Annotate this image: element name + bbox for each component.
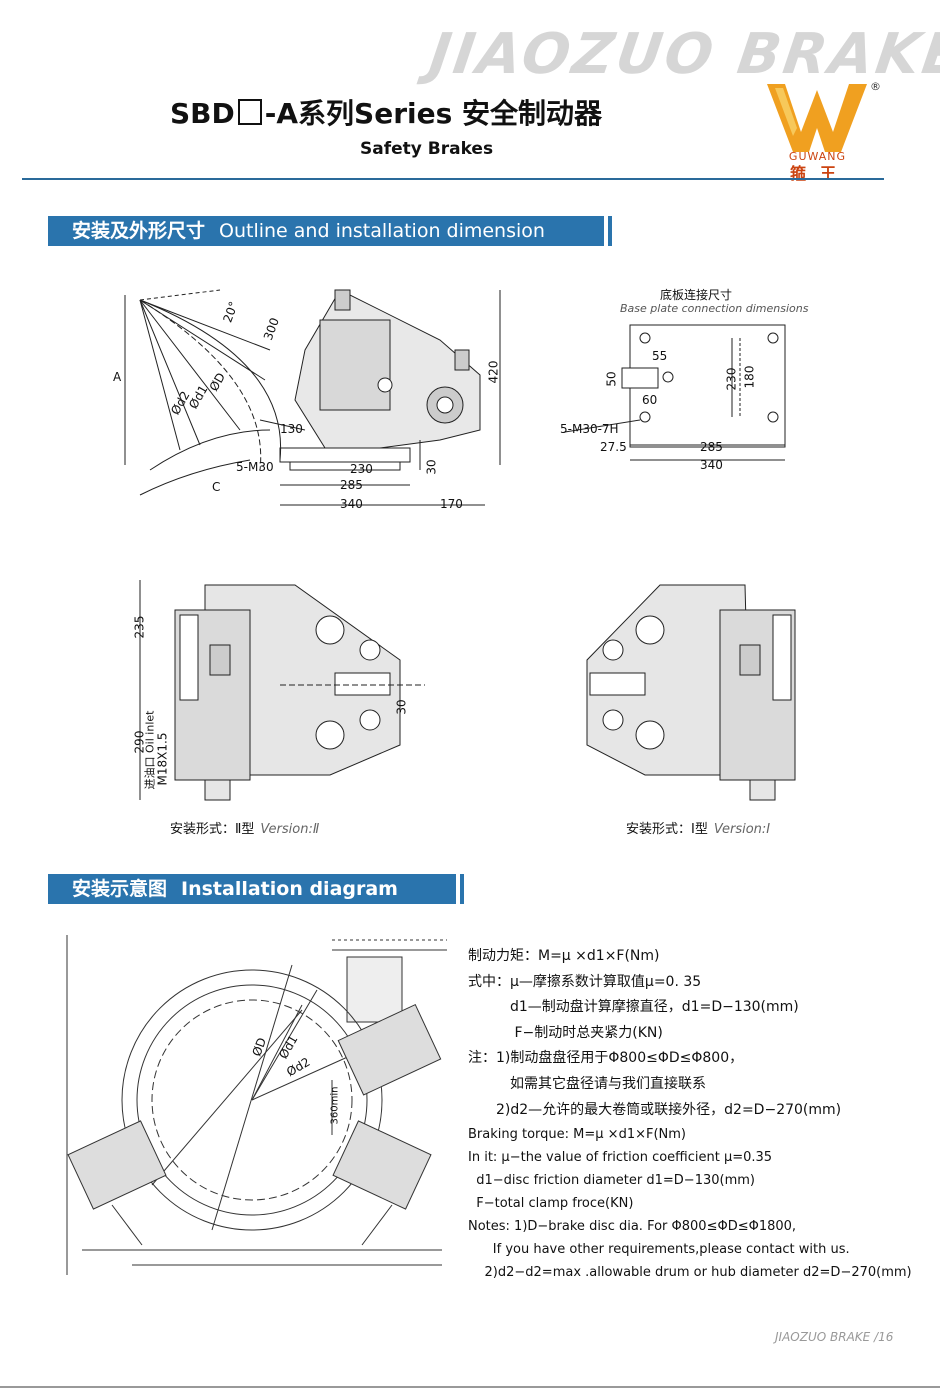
caption-version-2-cn: 安装形式：Ⅱ型 — [170, 822, 255, 837]
section-outline-title-en: Outline and installation dimension — [219, 220, 545, 242]
dim-170: 170 — [440, 497, 463, 511]
formula-cn-line: d1—制动盘计算摩擦直径，d1=D−130(mm) — [468, 999, 799, 1016]
logo-cn-text: 箍王 — [789, 164, 850, 183]
section-install-header: 安装示意图 Installation diagram — [48, 874, 456, 904]
bp-dim-340: 340 — [700, 458, 723, 472]
formula-en-line: F−total clamp froce(KN) — [468, 1196, 634, 1212]
base-plate-drawing — [564, 324, 786, 461]
guwang-logo-icon — [767, 84, 867, 152]
bp-dim-230: 230 — [724, 367, 739, 391]
dim-230: 230 — [350, 462, 373, 476]
footer-rule — [0, 1386, 940, 1388]
bp-dim-60: 60 — [642, 393, 658, 407]
installation-diagram — [66, 935, 447, 1275]
formula-en-line: Braking torque: M=μ ×d1×F(Nm) — [468, 1127, 686, 1143]
brand-watermark: JIAOZUO BRAKE — [425, 22, 940, 87]
base-plate-title-en: Base plate connection dimensions — [620, 302, 809, 315]
dim-130: 130 — [280, 422, 303, 436]
title-suffix: -A系列Series 安全制动器 — [264, 97, 603, 130]
logo-text: GUWANG — [788, 150, 847, 163]
formula-en-line: 2)d2−d2=max .allowable drum or hub diame… — [468, 1265, 912, 1281]
caption-version-1-cn: 安装形式：Ⅰ型 — [626, 822, 708, 837]
dim-a: A — [113, 370, 122, 384]
bp-dim-27-5: 27.5 — [600, 440, 627, 454]
section-install-bar — [460, 874, 464, 904]
formula-cn-line: 式中：μ—摩擦系数计算取值μ=0. 35 — [468, 973, 702, 990]
page-footer: JIAOZUO BRAKE /16 — [775, 1330, 894, 1344]
section-install-title-cn: 安装示意图 — [72, 878, 168, 900]
section-outline-title-cn: 安装及外形尺寸 — [72, 220, 206, 242]
section-install-title-en: Installation diagram — [181, 878, 398, 900]
formula-block: 制动力矩：M=μ ×d1×F(Nm) 式中：μ—摩擦系数计算取值μ=0. 35 … — [468, 944, 928, 1284]
formula-en-line: d1−disc friction diameter d1=D−130(mm) — [468, 1173, 755, 1189]
formula-en-line: In it: μ−the value of friction coefficie… — [468, 1150, 773, 1166]
dim-30: 30 — [424, 459, 439, 475]
caption-version-2: 安装形式：Ⅱ型 Version:Ⅱ — [170, 818, 319, 837]
front-view-version-1-drawing — [586, 584, 796, 801]
fv-thread: M18X1.5 — [155, 732, 170, 786]
fv-dim-30: 30 — [394, 699, 409, 715]
dim-340: 340 — [340, 497, 363, 511]
formula-cn-line: 注：1)制动盘盘径用于Φ800≤ΦD≤Φ800， — [468, 1050, 744, 1067]
caption-version-1-en: Version:Ⅰ — [713, 822, 771, 837]
dim-420: 420 — [486, 360, 501, 384]
section-outline-bar — [608, 216, 612, 246]
formula-en-line: Notes: 1)D−brake disc dia. For Φ800≤ΦD≤Φ… — [468, 1219, 797, 1235]
diagram-360min: 360min — [329, 1086, 341, 1125]
bp-dim-5-m30-7h: 5-M30-7H — [560, 422, 619, 436]
page-subtitle: Safety Brakes — [360, 139, 494, 159]
dim-c: C — [212, 480, 221, 494]
dim-285: 285 — [340, 478, 363, 492]
formula-en-line: If you have other requirements,please co… — [468, 1242, 850, 1258]
registered-mark: ® — [870, 80, 881, 93]
bp-dim-285: 285 — [700, 440, 723, 454]
formula-cn-line: 如需其它盘径请与我们直接联系 — [468, 1075, 706, 1092]
title-prefix: SBD — [170, 97, 235, 130]
formula-cn-line: 制动力矩：M=μ ×d1×F(Nm) — [468, 948, 660, 964]
header-rule — [22, 178, 884, 180]
caption-version-2-en: Version:Ⅱ — [260, 822, 320, 837]
bp-dim-50: 50 — [604, 371, 619, 387]
formula-cn-line: 2)d2—允许的最大卷筒或联接外径，d2=D−270(mm) — [468, 1101, 842, 1118]
front-view-version-2-drawing — [139, 580, 425, 801]
bp-dim-55: 55 — [652, 349, 668, 363]
bp-dim-180: 180 — [742, 365, 757, 389]
page-title: SBD -A系列Series 安全制动器 — [170, 92, 602, 132]
base-plate-title-cn: 底板连接尺寸 — [660, 288, 733, 302]
fv-dim-235: 235 — [132, 615, 147, 639]
title-placeholder-box — [237, 99, 262, 125]
dim-5-m30: 5-M30 — [236, 460, 274, 474]
caption-version-1: 安装形式：Ⅰ型 Version:Ⅰ — [626, 818, 770, 837]
section-outline-header: 安装及外形尺寸 Outline and installation dimensio… — [48, 216, 604, 246]
side-view-drawing — [124, 289, 501, 506]
formula-cn-line: F−制动时总夹紧力(KN) — [468, 1024, 663, 1041]
